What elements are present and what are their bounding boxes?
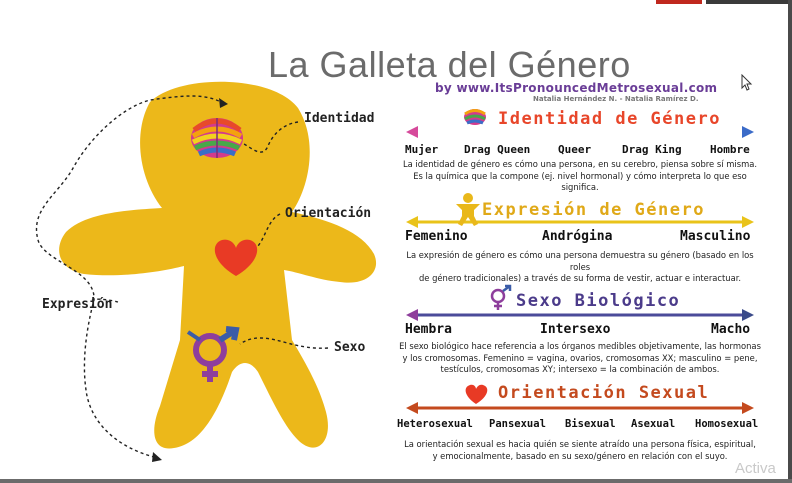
authors-credit: Natalia Hernández N. - Natalia Ramírez D… [533, 95, 699, 103]
expresion-scale-1: Andrógina [542, 229, 613, 244]
orientacion-description: La orientación sexual es hacia quién se … [404, 439, 756, 461]
orientacion-scale-2: Bisexual [565, 418, 616, 430]
page-title: La Galleta del Género [268, 44, 631, 85]
identidad-scale-1: Drag Queen [464, 143, 531, 156]
expresion-scale-2: Masculino [680, 229, 751, 244]
callout-identidad: Identidad [304, 111, 375, 126]
section-title-expresion: Expresión de Género [482, 200, 705, 220]
orientacion-scale-1: Pansexual [489, 418, 546, 430]
activation-watermark: Activa [735, 460, 776, 477]
expresion-outline-arrow [35, 95, 225, 459]
identidad-description: La identidad de género es cómo una perso… [402, 159, 758, 192]
sexo-arrow [406, 309, 754, 321]
orientacion-scale-0: Heterosexual [397, 418, 473, 430]
expresion-scale-0: Femenino [405, 229, 468, 244]
identidad-title-text: Identidad de Género [498, 109, 721, 129]
identidad-arrow [406, 126, 754, 138]
orientacion-arrow [406, 402, 754, 414]
identidad-brain-icon [464, 109, 486, 125]
orientacion-callout-line [257, 213, 281, 247]
expresion-description: La expresión de género es cómo una perso… [406, 250, 754, 283]
heart-icon [214, 239, 258, 276]
gingerbread-body [59, 81, 377, 449]
sexo-scale-0: Hembra [405, 322, 452, 337]
orientacion-scale-4: Homosexual [695, 418, 759, 430]
sexo-scale-1: Intersexo [540, 322, 611, 337]
expresion-arrow [406, 216, 754, 228]
identidad-scale-0: Mujer [405, 143, 439, 156]
section-arrows [406, 109, 754, 414]
identidad-scale-4: Hombre [710, 143, 750, 156]
window-top-accent-red [656, 0, 702, 4]
callout-expresion: Expresión [42, 297, 113, 312]
gender-symbol-icon [186, 326, 240, 382]
person-icon [456, 193, 480, 226]
section-title-identidad: Identidad de Género [498, 109, 721, 129]
orientacion-scale-3: Asexual [631, 418, 676, 430]
window-top-accent-dark [706, 0, 792, 4]
orientacion-heart-icon [465, 384, 488, 404]
brain-icon [191, 118, 243, 158]
sexo-callout-line [239, 337, 329, 349]
cursor-icon [741, 74, 753, 91]
callout-orientacion: Orientación [285, 206, 372, 221]
section-title-orientacion: Orientación Sexual [498, 383, 710, 403]
identidad-scale-2: Queer [558, 143, 592, 156]
identidad-callout-line [239, 121, 299, 153]
window-right-edge [788, 0, 792, 483]
window-bottom-edge [0, 479, 792, 483]
expresion-callout-line [91, 298, 119, 303]
sexo-gender-icon [490, 284, 512, 310]
sexo-scale-2: Macho [711, 322, 751, 337]
identidad-scale-3: Drag King [622, 143, 682, 156]
sexo-description: El sexo biológico hace referencia a los … [399, 341, 761, 374]
gingerbread-figure [35, 81, 377, 462]
section-title-sexo: Sexo Biológico [516, 291, 681, 311]
callout-sexo: Sexo [334, 340, 366, 355]
byline-link[interactable]: by www.ItsPronouncedMetrosexual.com [435, 81, 718, 95]
